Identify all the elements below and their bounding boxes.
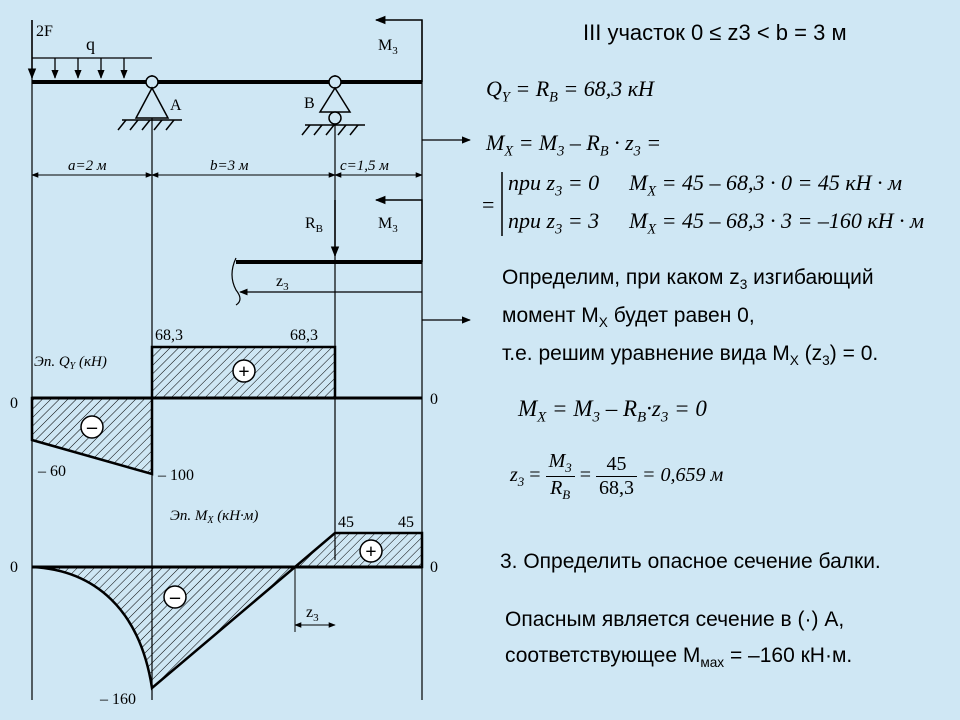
section-break — [231, 257, 241, 306]
span-c-label: c=1,5 м — [340, 158, 389, 174]
svg-text:–: – — [86, 416, 98, 438]
qy-equation: QY = RB = 68,3 кН — [486, 76, 654, 106]
q-zero-right: 0 — [430, 391, 438, 408]
m-zero-left: 0 — [10, 559, 18, 576]
m-value-min: – 160 — [99, 691, 136, 708]
q-plus-sign: + — [232, 359, 256, 383]
m-value-top-left: 45 — [338, 514, 354, 531]
svg-text:–: – — [169, 586, 181, 608]
m-z3-label: z3 — [306, 604, 319, 624]
m-plot-title: Эп. MX (кН·м) — [170, 508, 258, 526]
section-heading: III участок 0 ≤ z3 < b = 3 м — [583, 20, 847, 45]
q-value-left: – 60 — [37, 463, 66, 480]
moment-label-section: M3 — [378, 215, 398, 235]
m-value-top-right: 45 — [398, 514, 414, 531]
svg-text:+: + — [365, 541, 376, 563]
svg-text:+: + — [238, 361, 249, 383]
zero-equation: MX = M3 – RB·z3 = 0 — [518, 396, 707, 426]
force-label: 2F — [36, 23, 53, 40]
distributed-load — [32, 57, 152, 79]
conclusion-line-2: соответствующее Mмах = –160 кН·м. — [505, 644, 853, 671]
support-a — [117, 75, 182, 131]
support-b-label: B — [304, 95, 315, 112]
mx-equation: MX = M3 – RB · z3 = — [486, 130, 662, 160]
paragraph-line-3: т.е. решим уравнение вида MX (z3) = 0. — [502, 342, 879, 369]
paragraph-line-1: Определим, при каком z3 изгибающий — [502, 266, 874, 293]
q-minus-sign: – — [80, 415, 104, 439]
moment-arrow-section — [374, 195, 423, 262]
q-zero-left: 0 — [10, 395, 18, 412]
q-plot-title: Эп. QY (кН) — [34, 354, 107, 372]
svg-text:=: = — [482, 192, 494, 217]
q-value-top-right: 68,3 — [290, 327, 318, 344]
conclusion-line-1: Опасным является сечение в (·) А, — [505, 608, 845, 631]
m-area-positive — [291, 531, 424, 569]
m-area-negative — [31, 565, 299, 691]
span-a-label: a=2 м — [68, 158, 107, 174]
step-3: 3. Определить опасное сечение балки. — [500, 550, 881, 573]
m-zero-right: 0 — [430, 559, 438, 576]
moment-label-top: M3 — [378, 37, 398, 57]
q-value-top-left: 68,3 — [155, 327, 183, 344]
support-b — [301, 75, 365, 136]
moment-arrow-top — [374, 15, 423, 82]
support-a-label: A — [170, 97, 182, 114]
case-brace: = — [482, 172, 503, 236]
paragraph-line-2: момент MX будет равен 0, — [502, 304, 755, 331]
q-value-a: – 100 — [157, 467, 194, 484]
reaction-label: RB — [305, 215, 323, 235]
m-minus-sign: – — [163, 585, 187, 609]
z3-label: z3 — [276, 273, 289, 293]
span-b-label: b=3 м — [210, 158, 249, 174]
m-plus-sign: + — [359, 539, 383, 563]
load-label: q — [86, 34, 95, 54]
